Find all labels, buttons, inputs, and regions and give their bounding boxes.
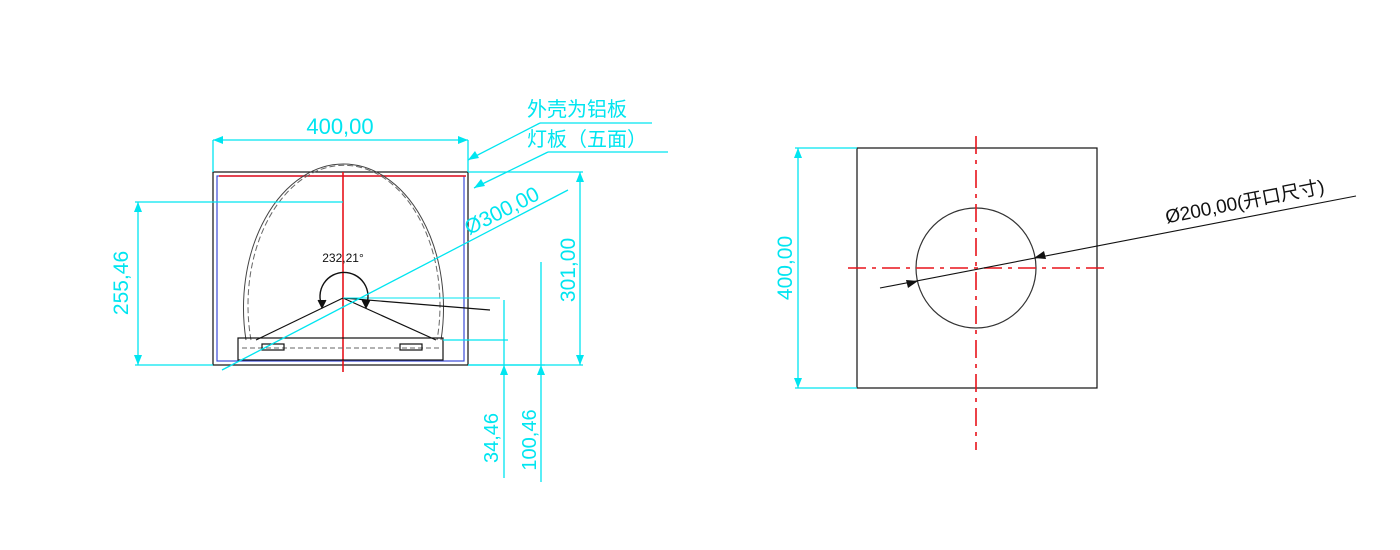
height-center-arrow-bottom bbox=[134, 355, 142, 365]
height-center-label: 255,46 bbox=[110, 251, 133, 315]
base-plate bbox=[237, 337, 444, 361]
dome-arc bbox=[243, 163, 444, 341]
front-view: 232,21° 400,00 255,46 301,00 34,46 100,4… bbox=[110, 97, 668, 482]
note-panel-arrow bbox=[474, 179, 485, 188]
opening-label: Ø200,00(开口尺寸) bbox=[1163, 176, 1326, 228]
width-arrow-right bbox=[458, 136, 468, 144]
opening-leader bbox=[879, 195, 1357, 289]
opening-arrow-right bbox=[1034, 251, 1046, 259]
offset-small-arrow bbox=[500, 365, 508, 375]
top-view: 400,00 Ø200,00(开口尺寸) bbox=[774, 136, 1357, 450]
offset-large-arrow bbox=[537, 365, 545, 375]
height-outer-arrow-bottom bbox=[576, 355, 584, 365]
height-outer-arrow-top bbox=[576, 172, 584, 182]
diameter-label: Ø300,00 bbox=[461, 183, 543, 240]
note-panel: 灯板（五面） bbox=[527, 127, 647, 151]
height-outer-label: 301,00 bbox=[557, 238, 580, 302]
roof-line-right bbox=[342, 297, 437, 341]
angle-arrow-left bbox=[317, 299, 327, 310]
side-arrow-top bbox=[794, 148, 802, 158]
note-panel-leader bbox=[473, 151, 549, 189]
offset-large-label: 100,46 bbox=[519, 409, 541, 470]
base-slot-right bbox=[399, 343, 423, 351]
opening-arrow-left bbox=[906, 280, 918, 288]
angle-arrow-right bbox=[361, 299, 371, 310]
note-shell: 外壳为铝板 bbox=[527, 97, 627, 121]
height-center-arrow-top bbox=[134, 202, 142, 212]
side-label: 400,00 bbox=[774, 236, 797, 300]
dome-arc-dashed bbox=[247, 164, 441, 341]
offset-small-label: 34,46 bbox=[481, 413, 503, 463]
front-view-inner-outline bbox=[216, 175, 465, 362]
front-view-outline bbox=[212, 171, 469, 366]
note-shell-leader bbox=[467, 122, 541, 161]
note-shell-arrow bbox=[468, 151, 479, 160]
side-arrow-bottom bbox=[794, 378, 802, 388]
width-label: 400,00 bbox=[306, 114, 373, 139]
angle-arc bbox=[319, 271, 369, 307]
diameter-leader bbox=[221, 189, 569, 371]
angle-label: 232,21° bbox=[322, 251, 364, 265]
width-arrow-left bbox=[213, 136, 223, 144]
roof-line-left bbox=[255, 297, 344, 341]
